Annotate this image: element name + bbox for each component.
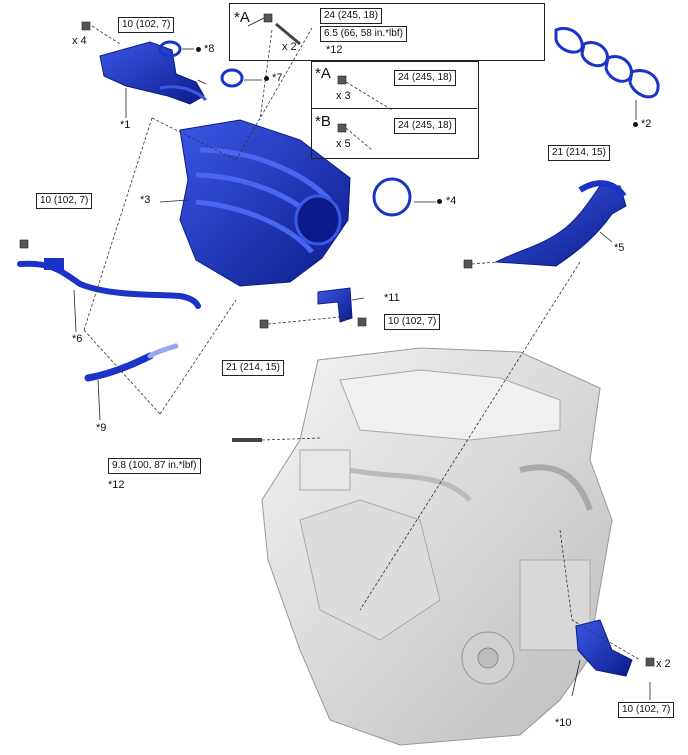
legend-a2-torque: 24 (245, 18) — [394, 70, 456, 86]
engine-assembly — [261, 347, 613, 746]
callout-part-4: *4 — [446, 195, 457, 207]
callout-part-7: *7 — [272, 72, 283, 84]
legend-a-quantity: x 2 — [282, 41, 297, 53]
torque-bottom-right-quantity: x 2 — [656, 658, 671, 670]
part-2-gasket-set — [554, 27, 660, 99]
torque-mid-left: 21 (214, 15) — [222, 360, 284, 376]
callout-part-1: *1 — [120, 119, 131, 131]
part-5-pipe-assembly — [494, 180, 627, 267]
bolt-icons — [19, 13, 655, 667]
legend-b-torque: 24 (245, 18) — [394, 118, 456, 134]
legend-a-ref: *12 — [326, 44, 343, 56]
legend-a-bolt-torque: 24 (245, 18) — [320, 8, 382, 24]
dashed-lines — [83, 25, 641, 661]
part-1-manifold — [99, 41, 208, 105]
callout-dot-2 — [633, 122, 638, 127]
torque-top-left-quantity: x 4 — [72, 35, 87, 47]
callout-part-8: *8 — [204, 43, 215, 55]
part-7-gasket — [220, 68, 244, 88]
callout-dot-7 — [264, 76, 269, 81]
legend-a2-quantity: x 3 — [336, 90, 351, 102]
legend-box-a-b — [311, 61, 479, 159]
leader-lines — [73, 17, 651, 700]
torque-bottom-right: 10 (102, 7) — [618, 702, 675, 718]
legend-a-stud-torque: 6.5 (66, 58 in.*lbf) — [320, 26, 407, 42]
torque-stud: 9.8 (100, 87 in.*lbf) — [108, 458, 201, 474]
part-10-bracket — [575, 619, 633, 677]
legend-b-quantity: x 5 — [336, 138, 351, 150]
callout-part-9: *9 — [96, 422, 107, 434]
part-11-bracket — [317, 287, 353, 323]
part-6-hose — [17, 260, 201, 309]
callout-dot-4 — [437, 199, 442, 204]
callout-part-5: *5 — [614, 242, 625, 254]
torque-mid-bolt: 10 (102, 7) — [384, 314, 441, 330]
callout-part-10: *10 — [555, 717, 572, 729]
part-6-hose-clip — [44, 258, 64, 270]
part-8-gasket — [158, 40, 182, 58]
callout-part-3: *3 — [140, 194, 151, 206]
torque-left: 10 (102, 7) — [36, 193, 93, 209]
callout-part-2: *2 — [641, 118, 652, 130]
legend-a2-heading: *A — [315, 65, 331, 82]
legend-divider — [311, 108, 477, 109]
legend-a-heading: *A — [234, 9, 250, 26]
callout-part-6: *6 — [72, 333, 83, 345]
torque-right-top: 21 (214, 15) — [548, 145, 610, 161]
torque-top-left: 10 (102, 7) — [118, 17, 175, 33]
part-4-throttle-gasket — [372, 177, 412, 217]
part-9-hose — [84, 352, 154, 382]
legend-b-heading: *B — [315, 113, 331, 130]
legend-box-a-top — [229, 3, 545, 61]
part-3-intake-manifold — [179, 119, 351, 287]
callout-part-12: *12 — [108, 479, 125, 491]
callout-part-11: *11 — [384, 292, 400, 304]
callout-dot-8 — [196, 47, 201, 52]
